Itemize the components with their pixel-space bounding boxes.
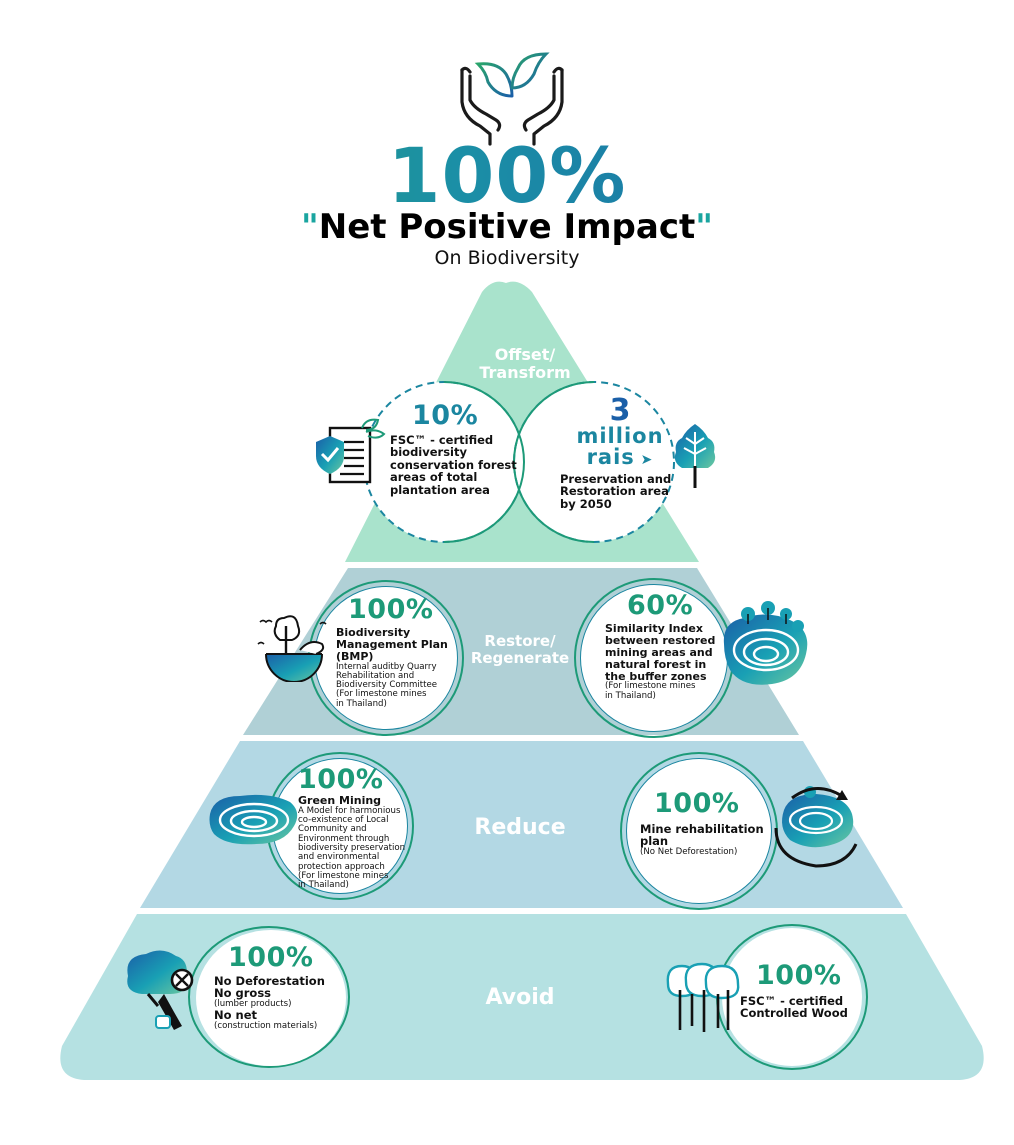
tier-offset-label-line1: Offset/	[494, 345, 556, 364]
offset-right-number: 3	[609, 393, 631, 428]
offset-left-text: 10% FSC™ - certified biodiversity conser…	[390, 402, 530, 496]
offset-right-unit-text: rais	[586, 445, 635, 469]
restore-right-small: (For limestone mines	[605, 681, 696, 692]
offset-left-line: conservation forest	[390, 457, 517, 472]
reduce-left-small: co-existence of Local	[298, 815, 389, 826]
avoid-right-text: 100% FSC™ - certified Controlled Wood	[740, 962, 860, 1020]
reduce-left-small: in Thailand)	[298, 880, 349, 891]
headline-title: "Net Positive Impact"	[0, 210, 1014, 244]
offset-right-line: Restoration area	[560, 484, 669, 499]
reduce-right-bold: Mine rehabilitation	[640, 822, 764, 836]
offset-rings	[363, 381, 675, 543]
tier-reduce-label: Reduce	[474, 815, 566, 840]
avoid-left-bold2: No gross	[214, 986, 272, 1001]
quarry-cycle-icon	[774, 786, 858, 868]
reduce-right-circle	[626, 758, 772, 904]
tier-offset-label-line2: Transform	[479, 363, 571, 383]
offset-right-word: million	[576, 424, 664, 448]
avoid-left-bold1: No Deforestation	[214, 974, 325, 988]
tier-restore-label-line2: Regenerate	[470, 649, 570, 668]
tier-restore-label-line1: Restore/	[484, 632, 556, 650]
restore-left-small: Internal auditby Quarry	[336, 661, 437, 672]
restore-right-circle	[580, 584, 728, 732]
avoid-left-small1: (lumber products)	[214, 998, 292, 1009]
avoid-right-line: Controlled Wood	[740, 1006, 848, 1021]
offset-left-percent: 10%	[412, 400, 479, 431]
avoid-left-ring	[188, 926, 350, 1068]
reduce-left-small: Community and	[298, 824, 367, 835]
reduce-right-bold: plan	[640, 834, 669, 849]
reduce-left-text: 100% Green Mining A Model for harmonious…	[298, 766, 428, 890]
restore-left-text: 100% Biodiversity Management Plan (BMP) …	[336, 596, 464, 709]
restore-right-bold: the buffer zones	[605, 669, 707, 683]
reduce-left-small: (For limestone mines	[298, 870, 389, 881]
tier-offset-label: Offset/ Transform	[440, 345, 610, 383]
title-text: Net Positive Impact	[318, 207, 696, 247]
avoid-right-line: FSC™ - certified	[740, 994, 844, 1008]
offset-left-line: plantation area	[390, 482, 490, 497]
avoid-left-percent: 100%	[228, 942, 314, 973]
restore-right-percent: 60%	[627, 590, 694, 621]
restore-left-bold: Biodiversity	[336, 626, 411, 639]
reduce-left-small: and environmental	[298, 852, 380, 863]
reduce-left-circle	[272, 758, 408, 894]
restore-right-small: in Thailand)	[605, 690, 656, 701]
avoid-left-bold3: No net	[214, 1008, 258, 1023]
offset-right-unit: rais ➤	[560, 447, 680, 468]
restore-left-small: in Thailand)	[336, 698, 387, 709]
headline-subtitle: On Biodiversity	[434, 247, 580, 269]
offset-left-line: areas of total	[390, 470, 478, 485]
restore-left-small: Biodiversity Committee	[336, 680, 438, 691]
reduce-right-percent: 100%	[654, 788, 740, 819]
reduce-right-text: 100% Mine rehabilitation plan (No Net De…	[640, 790, 770, 857]
avoid-left-text: 100% No Deforestation No gross (lumber p…	[214, 944, 344, 1031]
restore-left-small: Rehabilitation and	[336, 670, 415, 681]
offset-left-line: biodiversity	[390, 445, 467, 460]
hand-quarry-icon	[723, 601, 808, 685]
restore-right-bold: between restored	[605, 633, 716, 647]
reduce-left-small: biodiversity preservation	[298, 843, 406, 853]
reduce-right-small: (No Net Deforestation)	[640, 846, 738, 857]
offset-right-line: Preservation and	[560, 472, 672, 486]
forest-icon	[666, 962, 740, 1032]
quote-close: "	[695, 207, 713, 247]
avoid-left-circle	[196, 930, 346, 1066]
restore-left-circle	[314, 586, 458, 730]
certified-document-icon	[316, 418, 386, 484]
offset-right-text: 3 million rais ➤ Preservation and Restor…	[560, 393, 680, 511]
quarry-icon	[209, 794, 298, 845]
tier-avoid-label: Avoid	[485, 985, 555, 1010]
tree-icon	[674, 424, 716, 488]
restore-right-bold: mining areas and	[605, 645, 713, 659]
restore-right-text: 60% Similarity Index between restored mi…	[605, 592, 725, 701]
restore-left-percent: 100%	[348, 594, 434, 625]
restore-right-bold: natural forest in	[605, 657, 707, 671]
tier-restore-label: Restore/ Regenerate	[455, 632, 585, 668]
hands-sprout-icon	[460, 52, 564, 146]
avoid-right-circle	[722, 928, 862, 1066]
offset-left-line: FSC™ - certified	[390, 433, 494, 447]
restore-right-bold: Similarity Index	[605, 622, 703, 635]
avoid-left-small2: (construction materials)	[214, 1020, 318, 1031]
restore-left-bold: (BMP)	[336, 649, 374, 663]
offset-right-line: by 2050	[560, 496, 612, 511]
earth-tree-icon	[257, 615, 327, 682]
reduce-left-small: protection approach	[298, 861, 385, 872]
restore-left-small: (For limestone mines	[336, 689, 427, 700]
no-deforestation-icon	[127, 950, 194, 1030]
reduce-left-bold: Green Mining	[298, 794, 382, 807]
quote-open: "	[301, 207, 319, 247]
avoid-right-percent: 100%	[756, 960, 842, 991]
reduce-left-small: A Model for harmonious	[298, 805, 401, 816]
reduce-left-percent: 100%	[298, 764, 384, 795]
restore-left-bold: Management Plan	[336, 637, 448, 651]
headline-percent: 100%	[0, 138, 1014, 214]
pointer-icon: ➤	[634, 452, 654, 468]
reduce-left-small: Environment through	[298, 833, 390, 844]
